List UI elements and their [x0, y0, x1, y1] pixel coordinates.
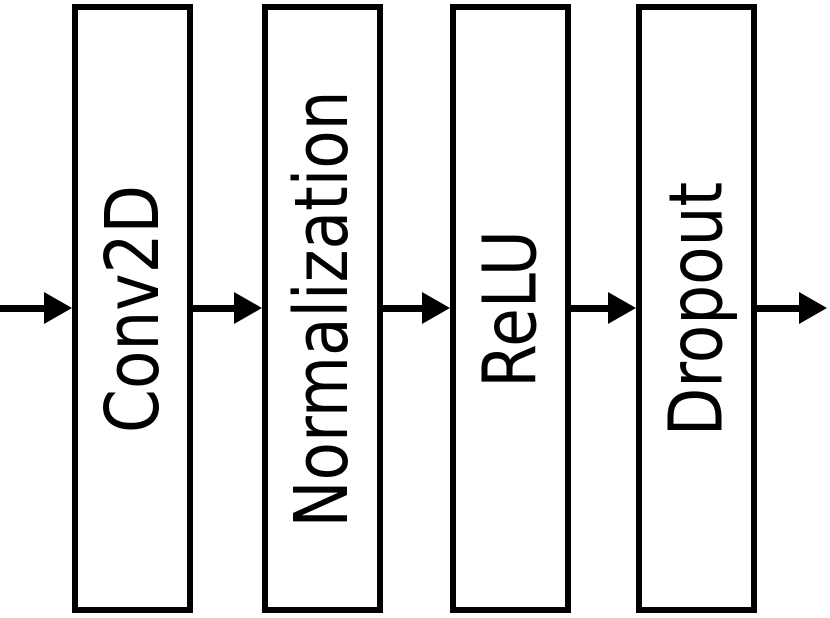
- output-arrow-icon: [753, 292, 827, 324]
- layer-box-dropout: Dropout: [636, 4, 757, 613]
- arrow-shaft: [0, 304, 44, 312]
- arrow-shaft: [383, 304, 422, 312]
- arrow-head-icon: [422, 292, 450, 324]
- layer-label: Dropout: [653, 181, 740, 436]
- arrow-head-icon: [608, 292, 636, 324]
- arrow-head-icon: [234, 292, 262, 324]
- arrow-shaft: [571, 304, 608, 312]
- conv2d-to-normalization-arrow-icon: [193, 292, 262, 324]
- relu-to-dropout-arrow-icon: [571, 292, 636, 324]
- layer-label: Conv2D: [89, 184, 176, 433]
- layer-label: Normalization: [279, 89, 366, 528]
- layer-box-normalization: Normalization: [262, 4, 383, 613]
- layer-box-relu: ReLU: [450, 4, 571, 613]
- layer-label: ReLU: [467, 229, 554, 388]
- arrow-head-icon: [799, 292, 827, 324]
- arrow-shaft: [753, 304, 799, 312]
- normalization-to-relu-arrow-icon: [383, 292, 450, 324]
- layer-box-conv2d: Conv2D: [72, 4, 193, 613]
- input-arrow-icon: [0, 292, 72, 324]
- arrow-shaft: [193, 304, 234, 312]
- arrow-head-icon: [44, 292, 72, 324]
